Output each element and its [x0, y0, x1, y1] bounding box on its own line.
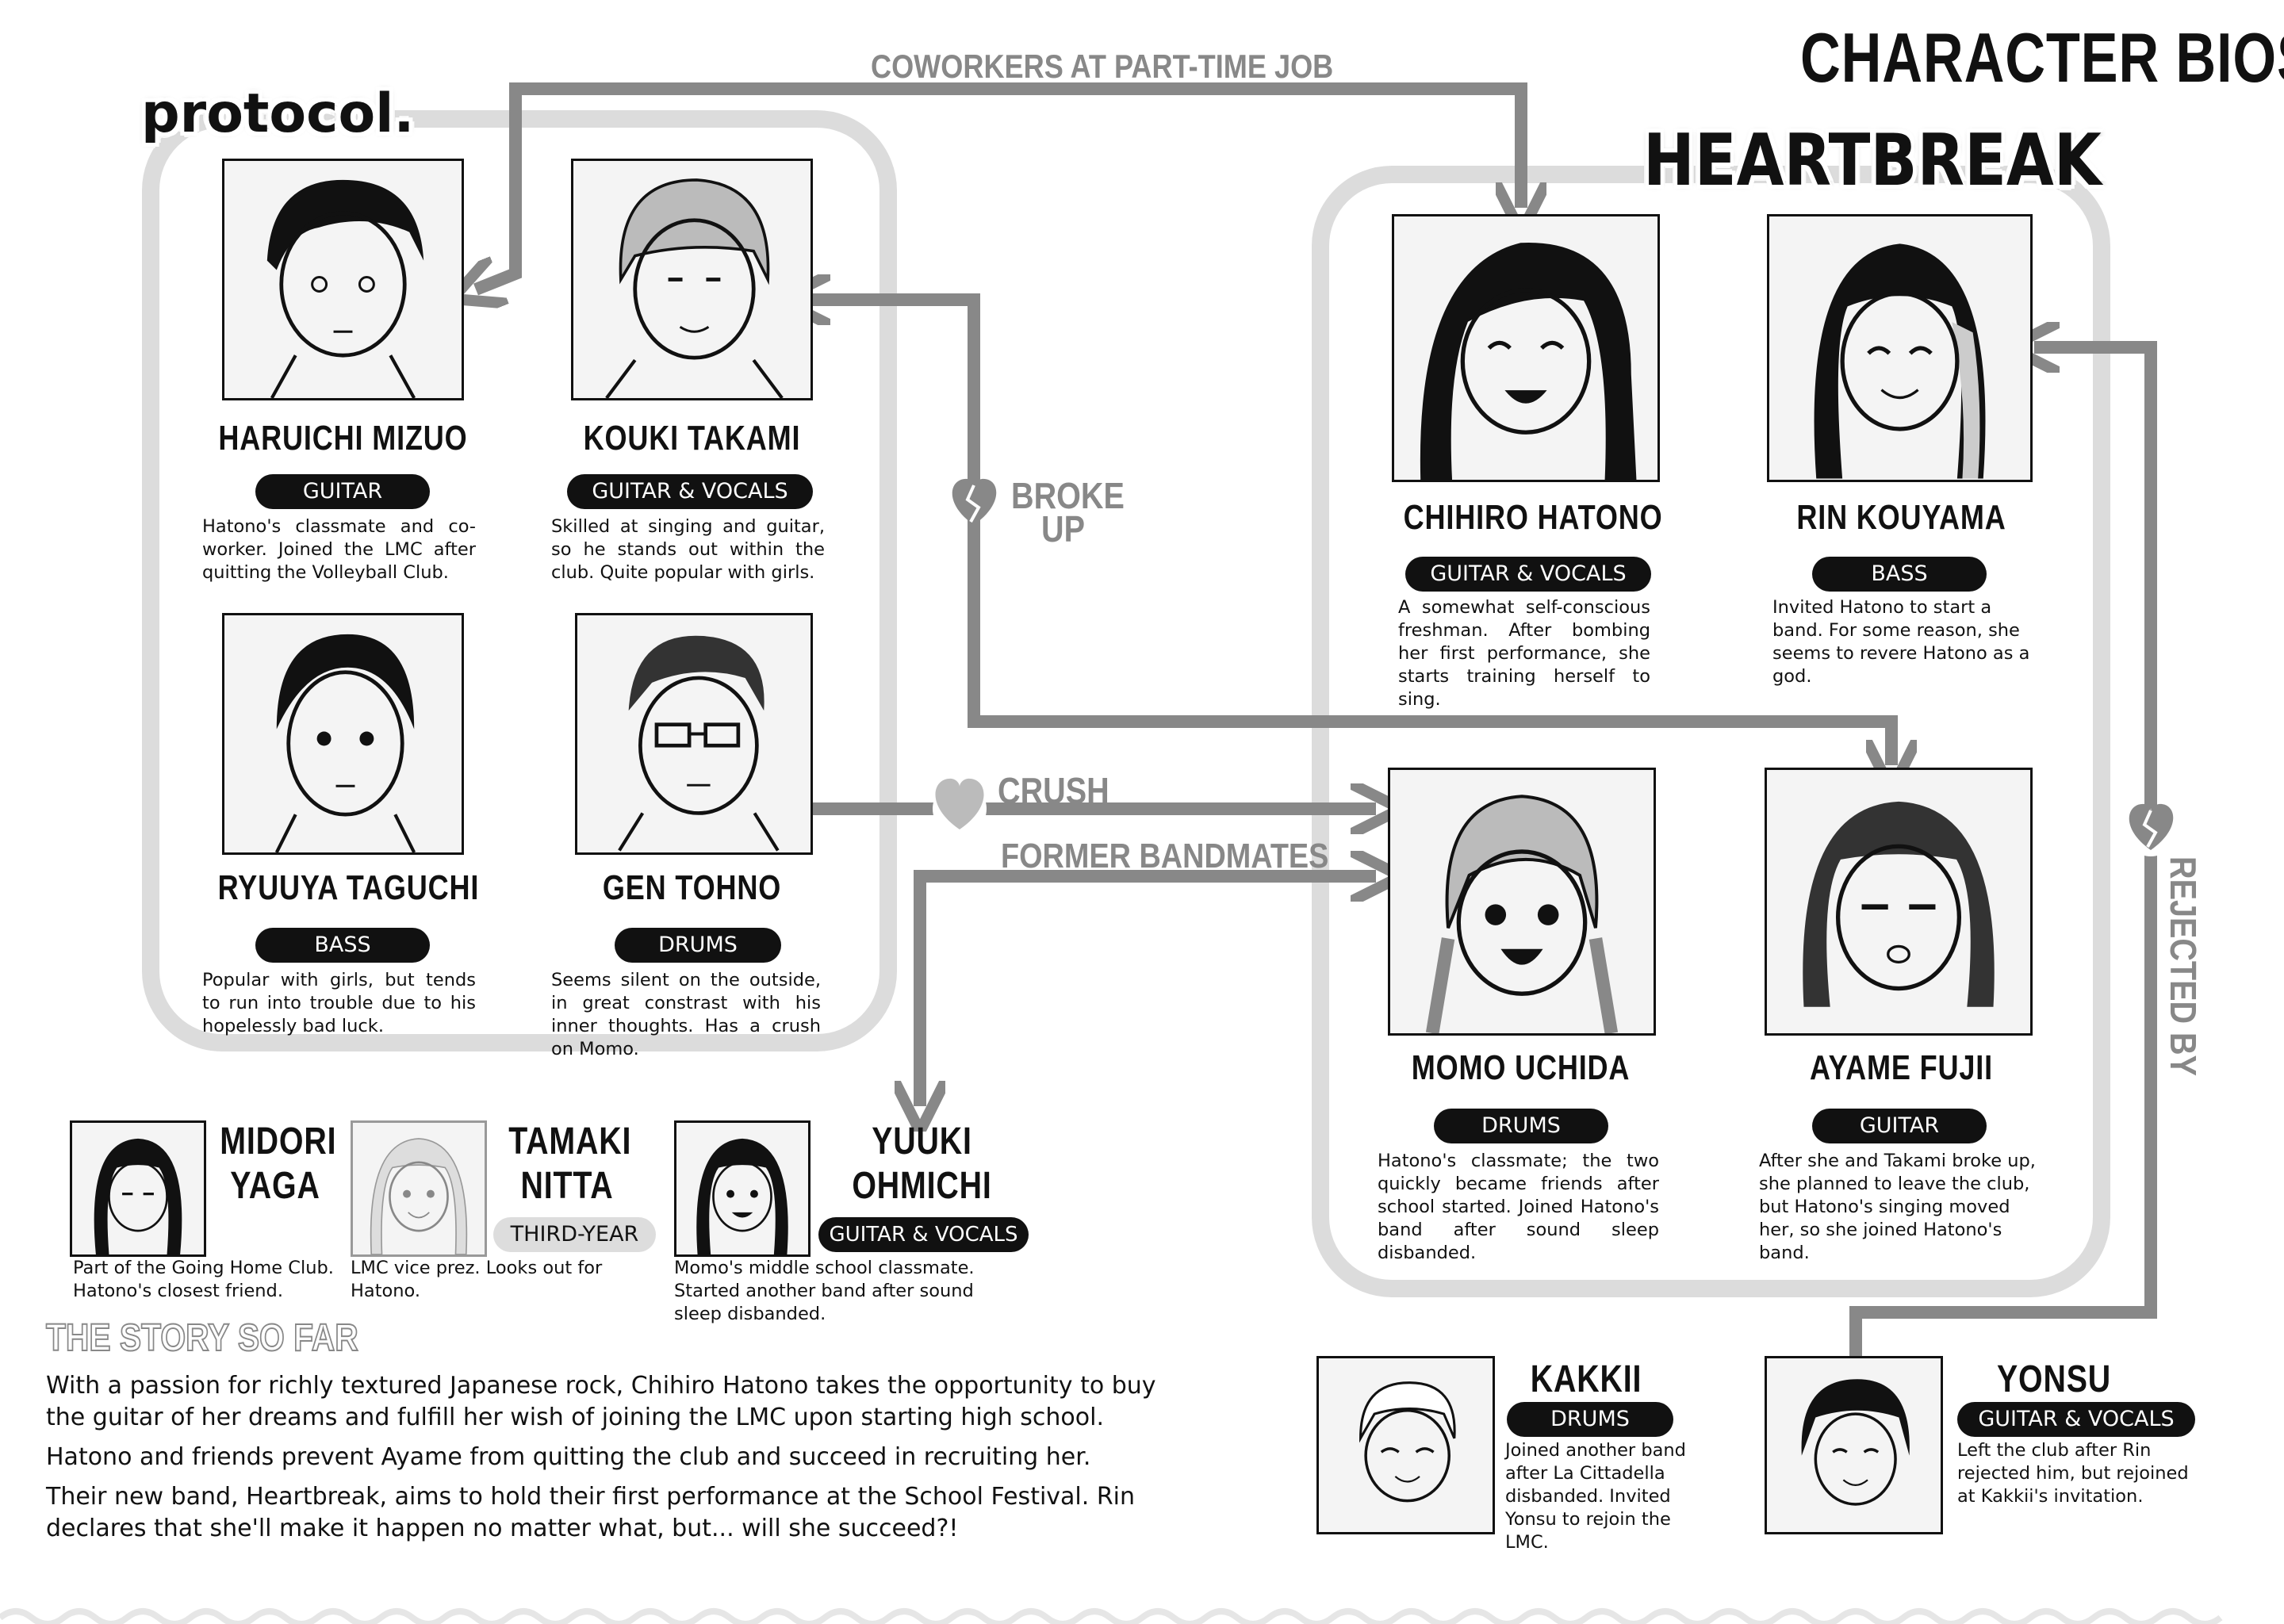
bio-midori-yaga: Part of the Going Home Club. Hatono's cl…	[73, 1258, 334, 1301]
other-name-tamaki-line2: NITTA	[520, 1165, 614, 1207]
former-bandmates-arrow	[920, 876, 1376, 1106]
role-badge-haruichi-mizuo: GUITAR	[255, 474, 430, 509]
bio-gen-tohno: Seems silent on the outside, in great co…	[551, 970, 821, 1059]
portrait-yuuki-ohmichi	[674, 1120, 811, 1257]
heartbreak-logo: HEARTBREAK	[1643, 119, 2102, 202]
role-badge-chihiro-hatono: GUITAR & VOCALS	[1405, 557, 1651, 592]
other-name-tamaki-line1: TAMAKI	[508, 1120, 632, 1162]
portrait-rin-kouyama	[1767, 214, 2033, 482]
role-badge-ayame-fujii: GUITAR	[1812, 1109, 1987, 1143]
story-paragraph-2: Hatono and friends prevent Ayame from qu…	[46, 1443, 1091, 1471]
member-name-gen-tohno: GEN TOHNO	[602, 868, 782, 907]
portrait-kouki-takami	[571, 159, 813, 400]
other-name-yonsu: YONSU	[1996, 1358, 2112, 1400]
story-heading: THE STORY SO FAR	[45, 1316, 358, 1360]
role-badge-yonsu: GUITAR & VOCALS	[1957, 1402, 2195, 1437]
other-name-midori-line1: MIDORI	[220, 1120, 337, 1162]
portrait-ayame-fujii	[1765, 768, 2033, 1036]
bio-rin-kouyama: Invited Hatono to start a band. For some…	[1772, 597, 2030, 687]
former-bandmates-label: FORMER BANDMATES	[1001, 837, 1329, 875]
bio-momo-uchida: Hatono's classmate; the two quickly beca…	[1378, 1151, 1659, 1263]
bio-chihiro-hatono: A somewhat self-conscious freshman. Afte…	[1398, 597, 1650, 710]
other-name-kakkii: KAKKII	[1530, 1358, 1642, 1400]
role-badge-yuuki-ohmichi: GUITAR & VOCALS	[818, 1217, 1029, 1252]
other-name-yuuki-line1: YUUKI	[872, 1120, 972, 1162]
coworkers-arrow	[476, 82, 1521, 289]
portrait-momo-uchida	[1388, 768, 1656, 1036]
portrait-yonsu	[1765, 1356, 1943, 1534]
portrait-gen-tohno	[575, 613, 813, 855]
member-name-chihiro-hatono: CHIHIRO HATONO	[1403, 498, 1663, 537]
other-name-midori-line2: YAGA	[230, 1165, 320, 1207]
role-badge-tamaki-nitta: THIRD-YEAR	[493, 1217, 656, 1252]
portrait-tamaki-nitta	[351, 1120, 487, 1257]
portrait-chihiro-hatono	[1392, 214, 1660, 482]
bio-yonsu: Left the club after Rin rejected him, bu…	[1957, 1440, 2189, 1507]
wavy-bottom-border	[0, 1608, 2223, 1624]
coworkers-label: COWORKERS AT PART-TIME JOB	[871, 48, 1334, 85]
portrait-ryuuya-taguchi	[222, 613, 464, 855]
broken-heart-icon	[2127, 803, 2175, 856]
broke-up-label-line2: UP	[1041, 508, 1085, 550]
member-name-momo-uchida: MOMO UCHIDA	[1411, 1048, 1631, 1087]
member-name-rin-kouyama: RIN KOUYAMA	[1796, 498, 2006, 537]
heart-icon	[933, 778, 987, 836]
story-text: With a passion for richly textured Japan…	[46, 1370, 1172, 1553]
story-paragraph-3: Their new band, Heartbreak, aims to hold…	[46, 1483, 1136, 1542]
bio-yuuki-ohmichi: Momo's middle school classmate. Started …	[674, 1258, 975, 1324]
portrait-kakkii	[1316, 1356, 1495, 1534]
role-badge-ryuuya-taguchi: BASS	[255, 928, 430, 963]
other-name-yuuki-line2: OHMICHI	[852, 1165, 992, 1207]
story-paragraph-1: With a passion for richly textured Japan…	[46, 1372, 1156, 1431]
broken-heart-icon	[952, 478, 997, 525]
role-badge-kouki-takami: GUITAR & VOCALS	[567, 474, 813, 509]
crush-label: CRUSH	[998, 770, 1109, 811]
rejected-by-arrow	[1849, 347, 2157, 1368]
page-title: CHARACTER BIOS	[1800, 18, 2284, 97]
member-name-haruichi-mizuo: HARUICHI MIZUO	[218, 419, 468, 458]
member-name-kouki-takami: KOUKI TAKAMI	[583, 419, 801, 458]
member-name-ayame-fujii: AYAME FUJII	[1810, 1048, 1993, 1087]
bio-ryuuya-taguchi: Popular with girls, but tends to run int…	[202, 970, 476, 1036]
role-badge-gen-tohno: DRUMS	[615, 928, 781, 963]
bio-haruichi-mizuo: Hatono's classmate and co-worker. Joined…	[202, 516, 476, 583]
portrait-midori-yaga	[70, 1120, 206, 1257]
member-name-ryuuya-taguchi: RYUUYA TAGUCHI	[217, 868, 480, 907]
bio-kouki-takami: Skilled at singing and guitar, so he sta…	[551, 516, 825, 583]
bio-ayame-fujii: After she and Takami broke up, she plann…	[1759, 1151, 2036, 1263]
portrait-haruichi-mizuo	[222, 159, 464, 400]
broke-up-arrow	[805, 300, 1891, 765]
role-badge-momo-uchida: DRUMS	[1434, 1109, 1608, 1143]
bio-tamaki-nitta: LMC vice prez. Looks out for Hatono.	[351, 1258, 603, 1301]
role-badge-kakkii: DRUMS	[1507, 1402, 1673, 1437]
rejected-by-label: REJECTED BY	[2163, 856, 2204, 1076]
broke-up-label-line1: BROKE	[1011, 475, 1125, 516]
bio-kakkii: Joined another band after La Cittadella …	[1505, 1440, 1686, 1553]
role-badge-rin-kouyama: BASS	[1812, 557, 1987, 592]
protocol-logo: protocol.	[141, 82, 415, 145]
